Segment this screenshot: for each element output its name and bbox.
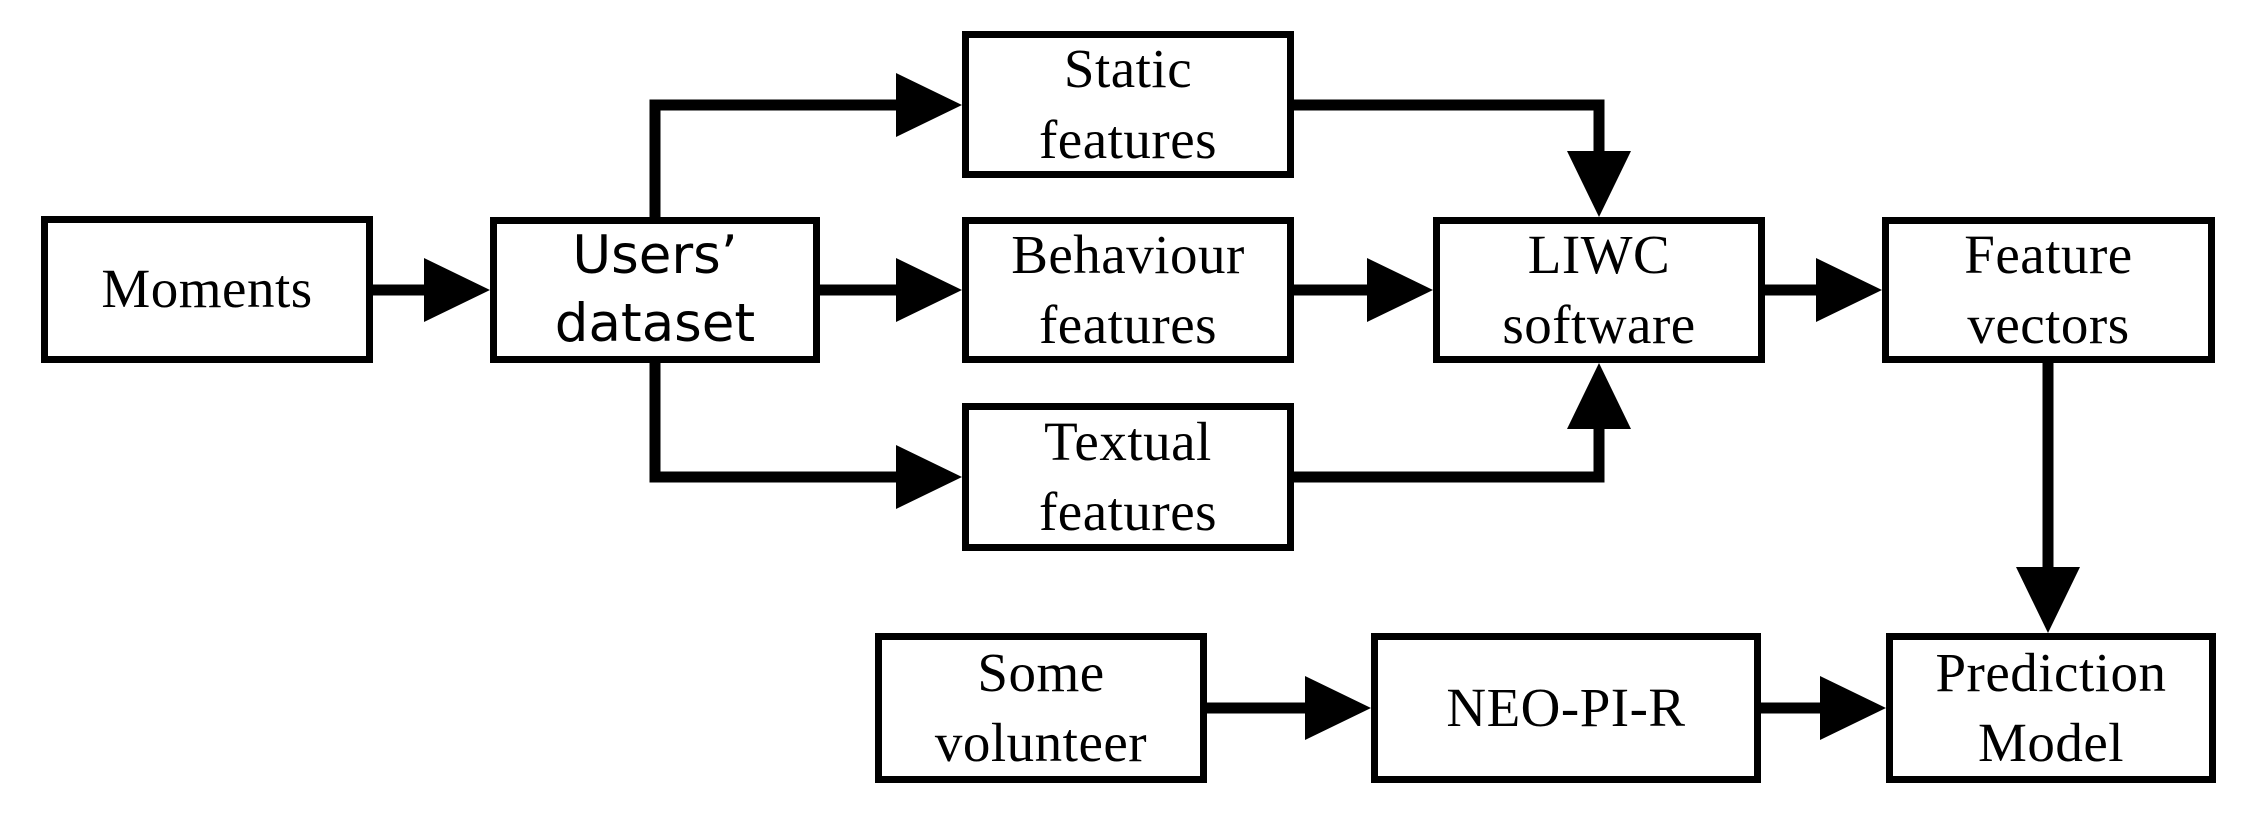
edge-liwc-software-to-feature-vectors [1765,258,1882,322]
edge-behaviour-features-to-liwc-software [1294,258,1433,322]
node-some-volunteer[interactable]: Some volunteer [875,633,1207,783]
node-feature-vectors-line-2: vectors [1967,294,2130,355]
edge-textual-features-to-liwc-software [1294,363,1631,483]
node-behaviour-features-line-2: features [1038,294,1218,355]
node-prediction-model-line-2: Model [1977,712,2125,773]
edge-some-volunteer-to-neo-pi-r [1207,676,1371,740]
edge-users-dataset-to-textual-features [649,363,962,509]
node-moments[interactable]: Moments [41,216,373,363]
node-textual-features-line-1: Textual [1044,410,1212,472]
node-some-volunteer-line-1: Some [977,641,1105,703]
edge-users-dataset-to-behaviour-features [820,258,962,322]
node-prediction-model-line-1: Prediction [1935,641,2167,703]
node-static-features[interactable]: Static features [962,31,1294,178]
node-textual-features[interactable]: Textual features [962,403,1294,551]
node-liwc-software[interactable]: LIWC software [1433,217,1765,363]
node-static-features-line-2: features [1038,108,1218,170]
node-users-dataset-line-1: Users’ [572,225,738,287]
node-moments-line-1: Moments [101,258,313,320]
node-liwc-software-line-1: LIWC [1527,223,1671,285]
node-feature-vectors-line-1: Feature [1964,223,2133,285]
node-static-features-line-1: Static [1063,38,1193,100]
edge-moments-to-users-dataset [373,258,490,322]
node-textual-features-line-2: features [1038,481,1218,542]
node-users-dataset-line-2: dataset [554,293,756,354]
node-some-volunteer-line-2: volunteer [934,712,1148,773]
node-users-dataset[interactable]: Users’ dataset [490,217,820,363]
node-behaviour-features[interactable]: Behaviour features [962,217,1294,363]
edge-neo-pi-r-to-prediction-model [1761,676,1886,740]
edge-users-dataset-to-static-features [649,73,962,217]
edge-feature-vectors-to-prediction-model [2016,363,2080,633]
node-behaviour-features-line-1: Behaviour [1011,223,1245,285]
node-feature-vectors[interactable]: Feature vectors [1882,217,2215,363]
edge-static-features-to-liwc-software [1294,99,1631,217]
node-liwc-software-line-2: software [1502,294,1696,355]
node-neo-pi-r-line-1: NEO-PI-R [1446,676,1686,738]
node-prediction-model[interactable]: Prediction Model [1886,633,2216,783]
node-neo-pi-r[interactable]: NEO-PI-R [1371,633,1761,783]
